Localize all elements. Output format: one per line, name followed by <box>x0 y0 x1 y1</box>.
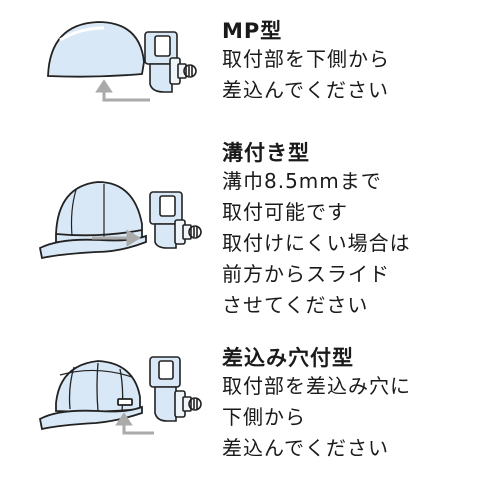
section-groove-type: 溝付き型 溝巾8.5mmまで 取付可能です 取付けにくい場合は 前方からスライド… <box>0 130 480 335</box>
section-mp-type: MP型 取付部を下側から 差込んでください <box>0 0 480 130</box>
instruction-line: 取付部を差込み穴に <box>222 374 411 398</box>
insert-hole-helmet <box>38 360 143 431</box>
mp-type-helmet-icon <box>47 21 197 102</box>
slide-arrow <box>92 229 141 247</box>
insert-arrow <box>115 412 154 435</box>
clip-bracket <box>144 31 197 93</box>
grooved-helmet <box>38 181 147 260</box>
instruction-line: 差込んでください <box>222 78 389 102</box>
instruction-line: させてください <box>222 293 369 317</box>
instruction-line: 前方からスライド <box>222 262 390 286</box>
instruction-line: 下側から <box>222 405 306 429</box>
section-title: 溝付き型 <box>222 141 310 165</box>
groove-type-helmet-icon <box>38 181 202 260</box>
insert-arrow <box>95 79 150 102</box>
instruction-line: 取付部を下側から <box>222 47 390 71</box>
instruction-line: 取付けにくい場合は <box>222 231 411 255</box>
instruction-line: 差込んでください <box>222 436 389 460</box>
clip-bracket <box>149 191 202 249</box>
instruction-line: 溝巾8.5mmまで <box>222 169 382 193</box>
clip-bracket <box>149 356 202 422</box>
instruction-line: 取付可能です <box>222 200 348 224</box>
mp-helmet <box>47 21 145 78</box>
section-title: 差込み穴付型 <box>222 346 354 370</box>
section-title: MP型 <box>222 19 283 43</box>
insert-hole-type-helmet-icon <box>38 356 202 435</box>
section-insert-hole-type: 差込み穴付型 取付部を差込み穴に 下側から 差込んでください <box>0 335 480 480</box>
